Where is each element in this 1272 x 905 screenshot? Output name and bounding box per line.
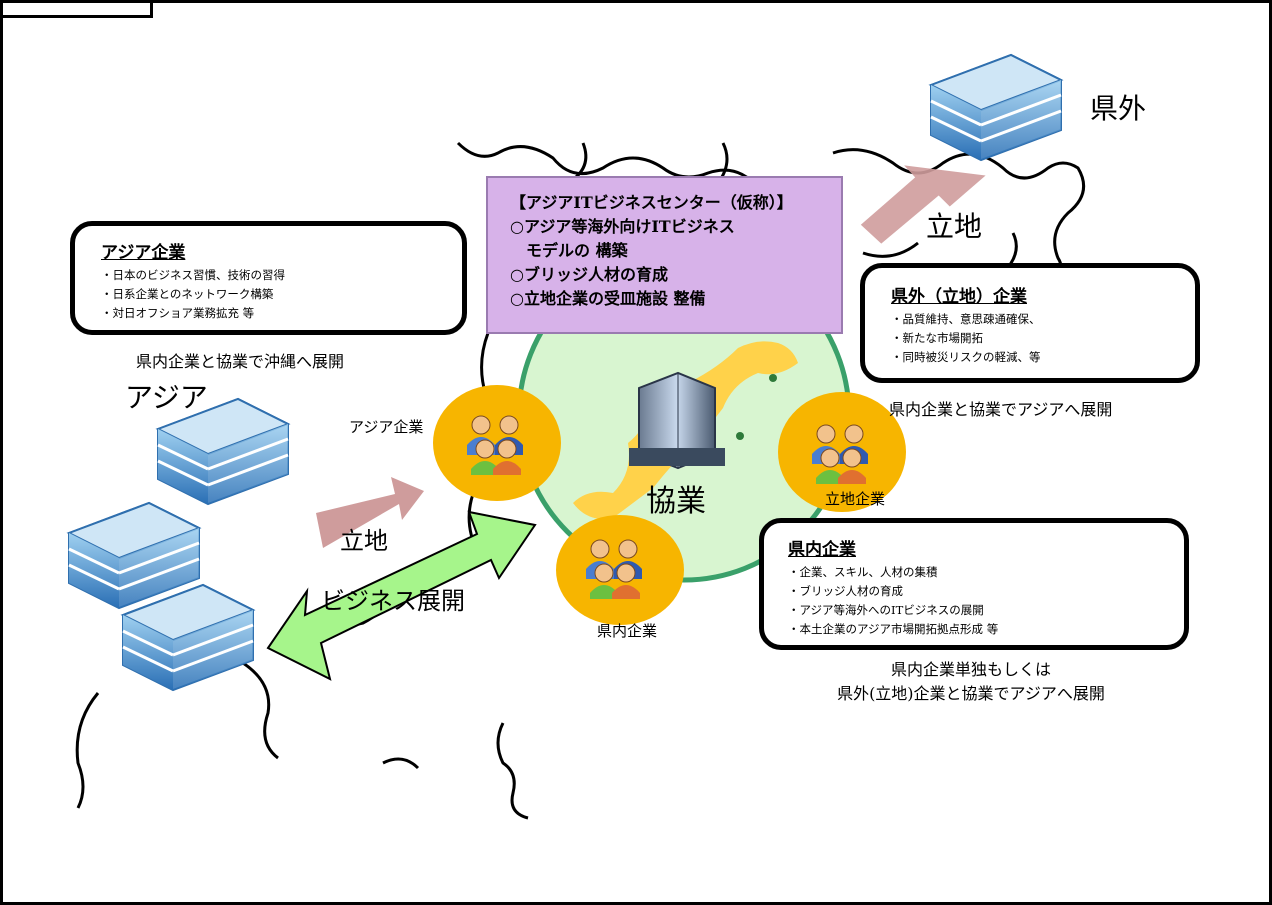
kennai-company-label: 県内企業 xyxy=(597,622,658,640)
asia-company-box: アジア企業 日本のビジネス習慣、技術の習得 日系企業とのネットワーク構築 対日オ… xyxy=(70,221,467,335)
ritchi-company-label: 立地企業 xyxy=(825,490,886,508)
center-box-line: モデルの 構築 xyxy=(510,241,628,260)
center-box-title: 【アジアITビジネスセンター（仮称）】 xyxy=(510,193,793,212)
asia-it-business-center-box: 【アジアITビジネスセンター（仮称）】 ○アジア等海外向けITビジネス モデルの… xyxy=(486,176,843,334)
kengai-label: 県外 xyxy=(1090,92,1147,125)
center-box-line: ○ブリッジ人材の育成 xyxy=(510,265,668,284)
asia-box-title: アジア企業 xyxy=(101,243,186,263)
kennai-box-title: 県内企業 xyxy=(788,540,856,560)
kennai-box-item: 企業、スキル、人材の集積 xyxy=(788,563,1184,582)
kennai-company-box: 県内企業 企業、スキル、人材の集積 ブリッジ人材の育成 アジア等海外へのITビジ… xyxy=(759,518,1189,650)
kengai-box-item: 品質維持、意思疎通確保、 xyxy=(891,310,1195,329)
center-box-line: ○アジア等海外向けITビジネス xyxy=(510,217,735,236)
ritchi-arrow-left xyxy=(316,477,424,548)
asia-company-label: アジア企業 xyxy=(349,418,424,436)
kengai-box-caption: 県内企業と協業でアジアへ展開 xyxy=(889,400,1113,419)
building-icon-asia-3 xyxy=(121,583,255,692)
kennai-box-caption-2: 県外(立地)企業と協業でアジアへ展開 xyxy=(837,684,1105,703)
asia-box-item: 日系企業とのネットワーク構築 xyxy=(101,285,462,304)
kyogyo-label: 協業 xyxy=(646,484,706,519)
center-tower-icon xyxy=(629,371,725,470)
kennai-box-item: ブリッジ人材の育成 xyxy=(788,582,1184,601)
kengai-box-item: 同時被災リスクの軽減、等 xyxy=(891,348,1195,367)
asia-label: アジア xyxy=(125,381,208,414)
asia-box-item: 対日オフショア業務拡充 等 xyxy=(101,304,462,323)
asia-box-caption: 県内企業と協業で沖縄へ展開 xyxy=(136,352,345,371)
map-canvas xyxy=(67,53,1086,820)
ritchi-label-top: 立地 xyxy=(926,210,983,243)
kengai-box-item: 新たな市場開拓 xyxy=(891,329,1195,348)
ritchi-label-left: 立地 xyxy=(340,527,388,555)
asia-box-item: 日本のビジネス習慣、技術の習得 xyxy=(101,266,462,285)
building-icon-kengai xyxy=(929,53,1063,162)
kengai-box-title: 県外（立地）企業 xyxy=(891,287,1027,307)
building-icon-asia-2 xyxy=(67,501,201,610)
ritchi-arrow-top xyxy=(860,165,986,244)
kennai-box-caption-1: 県内企業単独もしくは xyxy=(890,660,1051,679)
business-label: ビジネス展開 xyxy=(321,587,465,615)
business-arrow xyxy=(266,510,537,681)
kennai-box-item: アジア等海外へのITビジネスの展開 xyxy=(788,601,1184,620)
center-box-line: ○立地企業の受皿施設 整備 xyxy=(510,289,706,308)
kennai-box-item: 本土企業のアジア市場開拓拠点形成 等 xyxy=(788,620,1184,639)
corner-tab xyxy=(3,3,153,18)
kengai-company-box: 県外（立地）企業 品質維持、意思疎通確保、 新たな市場開拓 同時被災リスクの軽減… xyxy=(860,263,1200,383)
